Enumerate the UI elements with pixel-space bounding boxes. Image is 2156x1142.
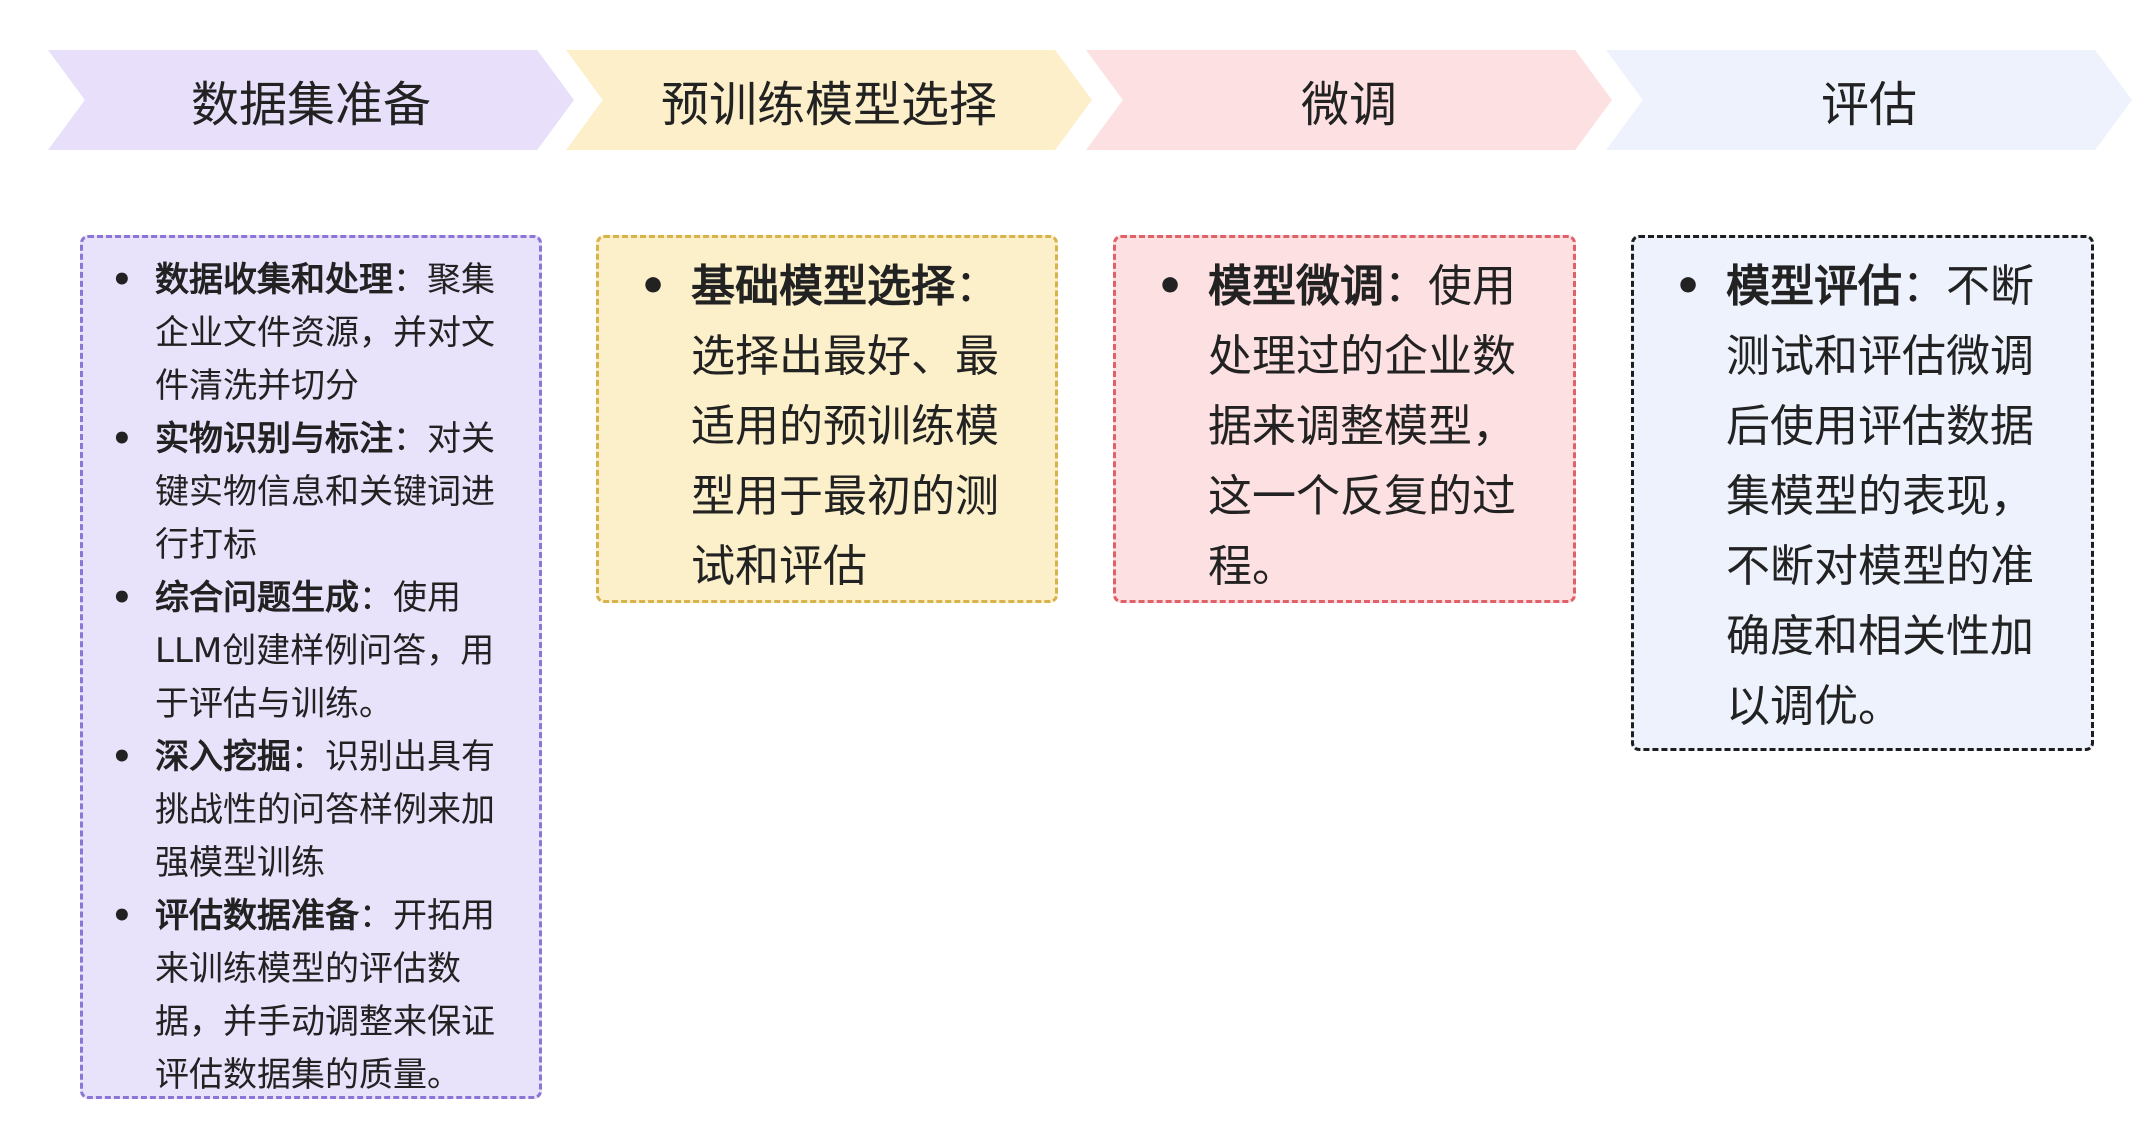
item-separator: ：	[1384, 261, 1428, 312]
item-title: 基础模型选择	[691, 261, 955, 312]
list-item: • 模型微调：使用处理过的企业数据来调整模型，这一个反复的过程。	[1156, 252, 1547, 602]
item-text: 对关键实物信息和关键词进行打标	[155, 419, 495, 565]
list-item: • 综合问题生成：使用LLM创建样例问答，用于评估与训练。	[111, 572, 519, 731]
stage-label: 微调	[1300, 77, 1397, 133]
list-item: • 实物识别与标注：对关键实物信息和关键词进行打标	[111, 413, 519, 572]
item-text: 选择出最好、最适用的预训练模型用于最初的测试和评估	[691, 331, 999, 592]
item-text: 聚集企业文件资源，并对文件清洗并切分	[155, 260, 495, 406]
item-separator: ：	[359, 578, 393, 618]
stage-arrow-evaluate: 评估	[1606, 50, 2132, 150]
item-text: 开拓用来训练模型的评估数据，并手动调整来保证评估数据集的质量。	[155, 896, 495, 1095]
item-title: 深入挖掘	[155, 737, 291, 777]
item-title: 模型微调	[1208, 261, 1384, 312]
bullet-icon: •	[111, 419, 133, 459]
stage-arrow-finetune: 微调	[1086, 50, 1612, 150]
list-item: • 基础模型选择： 选择出最好、最适用的预训练模型用于最初的测试和评估	[639, 252, 1029, 602]
item-separator: ：	[393, 419, 427, 459]
item-separator: ：	[393, 260, 427, 300]
list-item: • 数据收集和处理：聚集企业文件资源，并对文件清洗并切分	[111, 254, 519, 413]
list-item: • 深入挖掘：识别出具有挑战性的问答样例来加强模型训练	[111, 731, 519, 890]
bullet-icon: •	[111, 737, 133, 777]
item-separator: ：	[359, 896, 393, 936]
item-title: 评估数据准备	[155, 896, 359, 936]
item-text: 不断测试和评估微调后使用评估数据集模型的表现，不断对模型的准确度和相关性加以调优…	[1726, 261, 2034, 732]
list-item: • 评估数据准备：开拓用来训练模型的评估数据，并手动调整来保证评估数据集的质量。	[111, 890, 519, 1102]
item-separator: ：	[1902, 261, 1946, 312]
item-text: 使用处理过的企业数据来调整模型，这一个反复的过程。	[1208, 261, 1516, 592]
item-separator: ：	[291, 737, 325, 777]
stage-arrow-data-prep: 数据集准备	[48, 50, 574, 150]
bullet-icon: •	[111, 896, 133, 936]
item-title: 数据收集和处理	[155, 260, 393, 300]
card-pretrained-model: • 基础模型选择： 选择出最好、最适用的预训练模型用于最初的测试和评估	[596, 235, 1058, 603]
item-title: 模型评估	[1726, 261, 1902, 312]
stage-label: 评估	[1820, 77, 1917, 133]
list-item: • 模型评估：不断测试和评估微调后使用评估数据集模型的表现，不断对模型的准确度和相…	[1674, 252, 2065, 742]
item-separator: ：	[955, 261, 999, 312]
stage-label: 预训练模型选择	[660, 77, 997, 133]
item-text: 识别出具有挑战性的问答样例来加强模型训练	[155, 737, 495, 883]
bullet-icon: •	[1156, 261, 1185, 312]
bullet-icon: •	[111, 260, 133, 300]
item-title: 综合问题生成	[155, 578, 359, 618]
bullet-list: • 模型评估：不断测试和评估微调后使用评估数据集模型的表现，不断对模型的准确度和相…	[1674, 252, 2065, 742]
item-title: 实物识别与标注	[155, 419, 393, 459]
bullet-list: • 模型微调：使用处理过的企业数据来调整模型，这一个反复的过程。	[1156, 252, 1547, 602]
card-evaluate: • 模型评估：不断测试和评估微调后使用评估数据集模型的表现，不断对模型的准确度和相…	[1631, 235, 2094, 751]
bullet-icon: •	[111, 578, 133, 618]
card-finetune: • 模型微调：使用处理过的企业数据来调整模型，这一个反复的过程。	[1113, 235, 1576, 603]
bullet-icon: •	[1674, 261, 1703, 312]
stage-label: 数据集准备	[190, 77, 431, 133]
item-text: 使用LLM创建样例问答，用于评估与训练。	[155, 578, 495, 724]
bullet-list: • 基础模型选择： 选择出最好、最适用的预训练模型用于最初的测试和评估	[639, 252, 1029, 602]
card-data-prep: •数据收集和处理：聚集企业文件资源，并对文件清洗并切分 •实物识别与标注：对关键…	[80, 235, 542, 1099]
bullet-list: •数据收集和处理：聚集企业文件资源，并对文件清洗并切分 •实物识别与标注：对关键…	[111, 254, 519, 1102]
bullet-icon: •	[639, 261, 668, 312]
stage-arrow-pretrained-model: 预训练模型选择	[566, 50, 1092, 150]
